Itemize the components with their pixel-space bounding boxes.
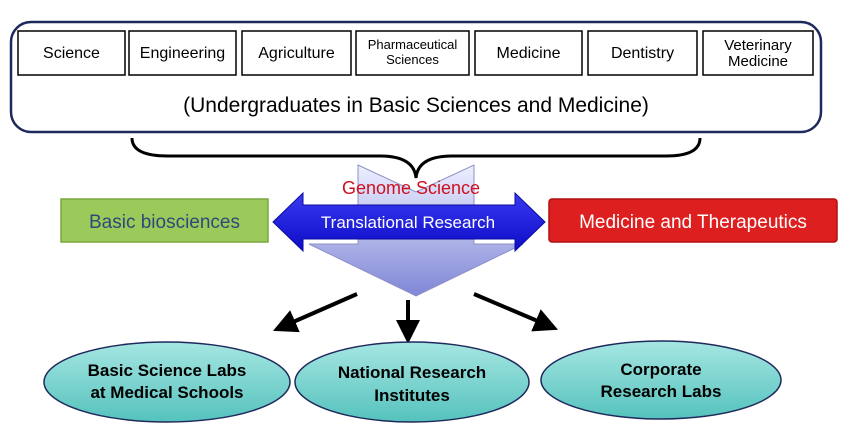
arrow-to-medical-schools <box>273 292 358 333</box>
field-label: Medicine <box>496 45 560 62</box>
field-engineering: Engineering <box>128 30 237 76</box>
field-label-line2: Medicine <box>728 53 788 70</box>
field-agriculture: Agriculture <box>241 30 352 76</box>
medicine-therapeutics-box: Medicine and Therapeutics <box>548 198 838 243</box>
curly-brace <box>130 137 702 179</box>
field-label: Agriculture <box>258 45 335 62</box>
field-pharmaceutical-sciences: Pharmaceutical Sciences <box>355 30 470 76</box>
field-label-line1: Veterinary <box>724 37 792 54</box>
panel-caption: (Undergraduates in Basic Sciences and Me… <box>183 94 649 117</box>
destination-line2: Institutes <box>374 386 450 405</box>
destination-line1: Corporate <box>620 360 701 379</box>
basic-biosciences-box: Basic biosciences <box>60 198 269 243</box>
field-label: Dentistry <box>611 45 674 62</box>
field-label: Science <box>43 45 100 62</box>
destination-line1: Basic Science Labs <box>88 361 247 380</box>
field-veterinary-medicine: Veterinary Medicine <box>702 30 814 76</box>
field-label-line1: Pharmaceutical <box>368 37 458 52</box>
field-dentistry: Dentistry <box>587 30 698 76</box>
destination-national-institutes: National Research Institutes <box>294 341 530 423</box>
destination-line1: National Research <box>338 363 486 382</box>
destination-line2: Research Labs <box>601 382 722 401</box>
field-medicine: Medicine <box>474 30 583 76</box>
destination-line2: at Medical Schools <box>90 383 243 402</box>
arrow-to-corporate-labs <box>473 292 559 332</box>
field-science: Science <box>17 30 126 76</box>
field-label: Engineering <box>140 45 225 62</box>
genome-science-label: Genome Science <box>342 178 480 198</box>
medicine-therapeutics-label: Medicine and Therapeutics <box>579 212 807 233</box>
translational-research-label: Translational Research <box>321 213 495 232</box>
basic-biosciences-label: Basic biosciences <box>89 212 240 233</box>
destination-medical-schools: Basic Science Labs at Medical Schools <box>43 341 291 423</box>
destination-corporate-labs: Corporate Research Labs <box>540 340 782 420</box>
field-label-line2: Sciences <box>386 52 439 67</box>
double-headed-arrow <box>272 191 546 253</box>
